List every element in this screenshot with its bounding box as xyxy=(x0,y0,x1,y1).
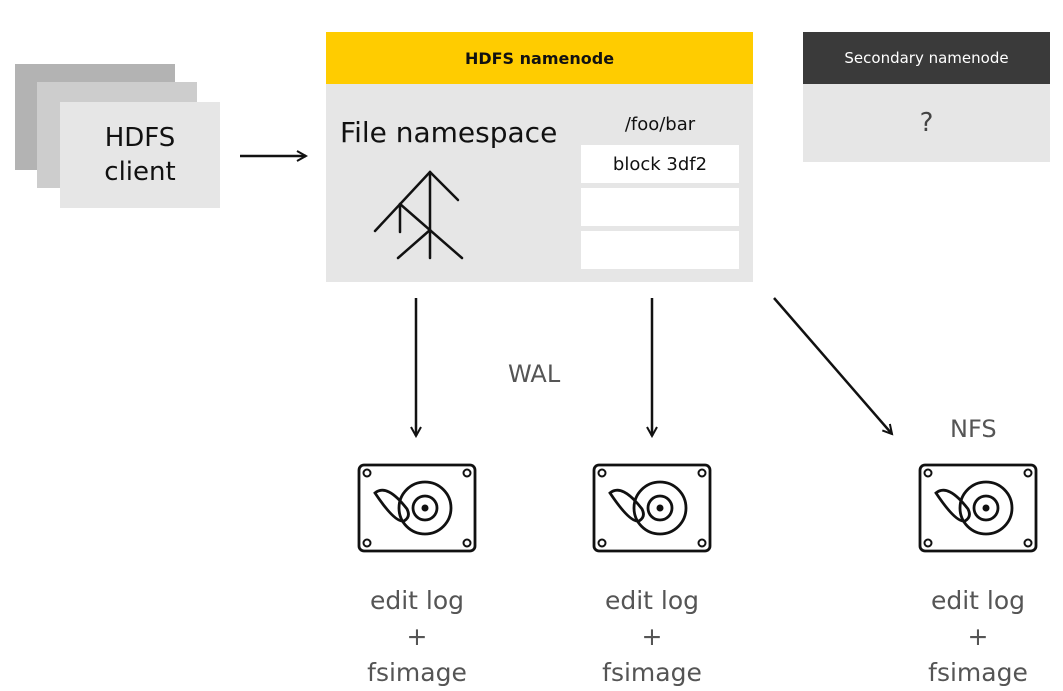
hdfs-client-label: HDFS client xyxy=(104,123,176,187)
namenode-title: HDFS namenode xyxy=(464,48,615,68)
namenode-header: HDFS namenode xyxy=(326,32,753,84)
secondary-namenode-title: Secondary namenode xyxy=(844,49,1009,67)
secondary-namenode-header: Secondary namenode xyxy=(803,32,1050,84)
file-namespace-label: File namespace xyxy=(340,116,558,149)
block-label: block 3df2 xyxy=(612,153,708,175)
disk-caption: edit log + fsimage xyxy=(602,586,702,687)
file-path-label: /foo/bar xyxy=(624,114,696,135)
hard-disk-icon xyxy=(918,463,1038,553)
wal-label: WAL xyxy=(508,360,561,388)
namenode-to-nfs-disk-arrow xyxy=(773,297,892,434)
hard-disk-icon xyxy=(357,463,477,553)
block-slot-3 xyxy=(581,231,739,269)
hard-disk-icon xyxy=(592,463,712,553)
disk-caption: edit log + fsimage xyxy=(928,586,1028,687)
nfs-label: NFS xyxy=(950,415,997,443)
secondary-namenode-content: ? xyxy=(919,108,934,138)
disk-caption: edit log + fsimage xyxy=(367,586,467,687)
hdfs-client-box: HDFS client xyxy=(60,102,220,208)
tree-icon xyxy=(373,170,464,260)
block-slot-2 xyxy=(581,188,739,226)
secondary-namenode-body: ? xyxy=(803,84,1050,162)
block-slot-1: block 3df2 xyxy=(581,145,739,183)
